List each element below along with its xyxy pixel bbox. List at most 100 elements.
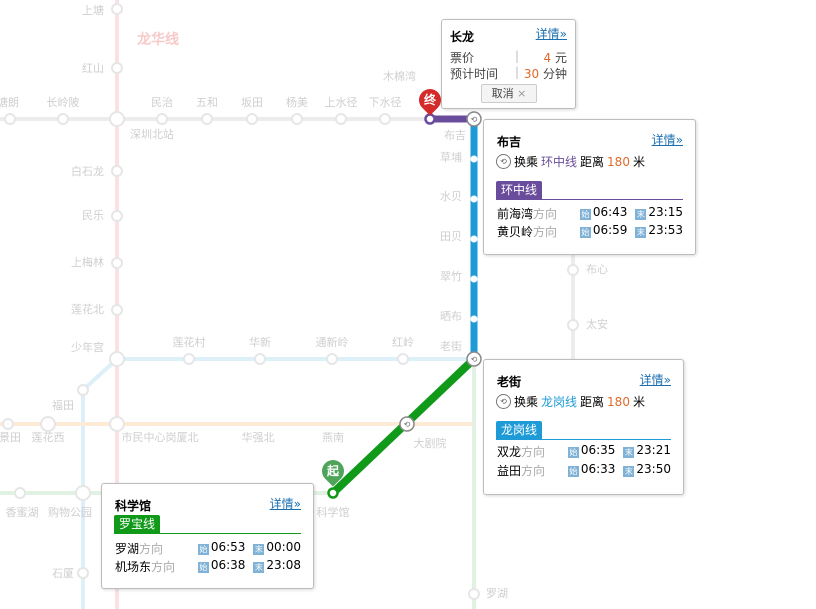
direction-suffix: 方向 <box>139 542 164 556</box>
station-dot[interactable] <box>326 353 338 365</box>
station-label: 草埔 <box>440 151 462 164</box>
transfer-station-icon[interactable] <box>466 351 482 367</box>
station-dot[interactable] <box>4 113 16 125</box>
background-stations: 上塘红山塘朗长岭陂民治五和坂田杨美上水径下水径深圳北站白石龙民乐上梅林莲花北少年… <box>0 3 608 600</box>
direction-name: 黄贝岭 <box>497 225 534 239</box>
last-train-time: 23:53 <box>648 223 683 237</box>
endpoint-station-dot[interactable] <box>327 487 339 499</box>
station-label: 民乐 <box>82 209 104 222</box>
station-dot[interactable] <box>335 113 347 125</box>
last-train-icon: 末 <box>635 227 647 238</box>
transfer-station-icon[interactable] <box>466 111 482 127</box>
station-dot[interactable] <box>2 418 14 430</box>
station-label: 上塘 <box>82 3 104 17</box>
station-dot[interactable] <box>40 416 56 432</box>
distance-value: 180 <box>607 394 630 409</box>
station-label: 燕南 <box>322 431 344 444</box>
station-label: 深圳北站 <box>130 127 174 141</box>
route-station-dot[interactable] <box>470 235 478 243</box>
route-station-dot[interactable] <box>470 155 478 163</box>
transfer-glyph-icon: ⟲ <box>471 115 478 124</box>
station-label: 木棉湾 <box>383 69 416 83</box>
station-dot[interactable] <box>109 111 125 127</box>
route-station-dot[interactable] <box>470 275 478 283</box>
transfer-detail-link[interactable]: 详情» <box>651 133 683 147</box>
station-label: 长岭陂 <box>47 95 80 109</box>
station-dot[interactable] <box>379 113 391 125</box>
direction-suffix: 方向 <box>151 560 176 574</box>
transfer-line: 龙岗线 <box>541 395 578 409</box>
station-dot[interactable] <box>111 257 123 269</box>
line-tag: 龙岗线 <box>496 421 543 439</box>
separator: | <box>515 49 520 63</box>
distance-label: 距离 <box>580 395 605 409</box>
station-dot[interactable] <box>567 319 579 331</box>
station-label: 坂田 <box>241 96 263 109</box>
transfer-prefix: 换乘 <box>514 155 539 169</box>
station-dot[interactable] <box>77 567 89 579</box>
station-dot[interactable] <box>14 487 26 499</box>
station-label: 杨美 <box>286 95 308 109</box>
station-label: 布心 <box>586 263 608 276</box>
route-station-dot[interactable] <box>470 195 478 203</box>
start-marker[interactable]: 起 <box>317 455 349 487</box>
station-dot[interactable] <box>246 113 258 125</box>
station-dot[interactable] <box>77 384 89 396</box>
station-dot[interactable] <box>468 588 480 600</box>
first-train-time: 06:33 <box>580 462 616 476</box>
station-dot[interactable] <box>111 210 123 222</box>
cancel-button[interactable]: 取消 × <box>481 84 537 103</box>
station-dot[interactable] <box>111 165 123 177</box>
transfer-station-icon[interactable] <box>399 416 415 432</box>
last-train-time: 00:00 <box>266 540 301 554</box>
station-dot[interactable] <box>75 485 91 501</box>
direction-suffix: 方向 <box>533 207 558 221</box>
station-dot[interactable] <box>397 353 409 365</box>
station-label: 购物公园 <box>48 505 92 519</box>
first-train-icon: 始 <box>579 209 591 220</box>
station-label: 景田 <box>0 431 21 444</box>
station-label: 莲花村 <box>173 335 206 349</box>
station-label: 水贝 <box>440 190 462 203</box>
station-dot[interactable] <box>57 113 69 125</box>
direction-suffix: 方向 <box>521 464 546 478</box>
station-label: 上梅林 <box>71 255 104 269</box>
station-label: 红岭 <box>392 335 414 349</box>
station-dot[interactable] <box>109 416 125 432</box>
station-label: 民治 <box>151 95 173 109</box>
end-marker-label: 终 <box>423 93 436 107</box>
summary-detail-link[interactable]: 详情» <box>535 27 567 41</box>
first-train-icon: 始 <box>567 466 579 477</box>
cancel-label: 取消 <box>491 87 514 100</box>
end-marker[interactable]: 终 <box>414 84 446 116</box>
transfer-prefix: 换乘 <box>514 395 539 409</box>
station-dot[interactable] <box>183 353 195 365</box>
station-dot[interactable] <box>111 304 123 316</box>
station-dot[interactable] <box>111 62 123 74</box>
station-dot[interactable] <box>111 3 123 15</box>
transfer-icon: ⟲ <box>496 394 511 409</box>
station-dot[interactable] <box>109 351 125 367</box>
station-label: 白石龙 <box>71 164 104 178</box>
station-dot[interactable] <box>156 113 168 125</box>
station-label: 华强北 <box>242 430 275 444</box>
time-unit: 分钟 <box>542 67 567 81</box>
station-dot[interactable] <box>254 353 266 365</box>
endpoint-station-dot[interactable] <box>424 113 436 125</box>
station-dot[interactable] <box>567 264 579 276</box>
station-dot[interactable] <box>291 113 303 125</box>
route-station-dot[interactable] <box>470 315 478 323</box>
station-dot[interactable] <box>201 113 213 125</box>
station-label: 老街 <box>440 339 462 353</box>
transfer-detail-link[interactable]: 详情» <box>639 373 671 387</box>
start-detail-link[interactable]: 详情» <box>269 497 301 511</box>
distance-unit: 米 <box>632 155 645 169</box>
time-row: 预计时间 | 30 分钟 <box>450 65 567 82</box>
